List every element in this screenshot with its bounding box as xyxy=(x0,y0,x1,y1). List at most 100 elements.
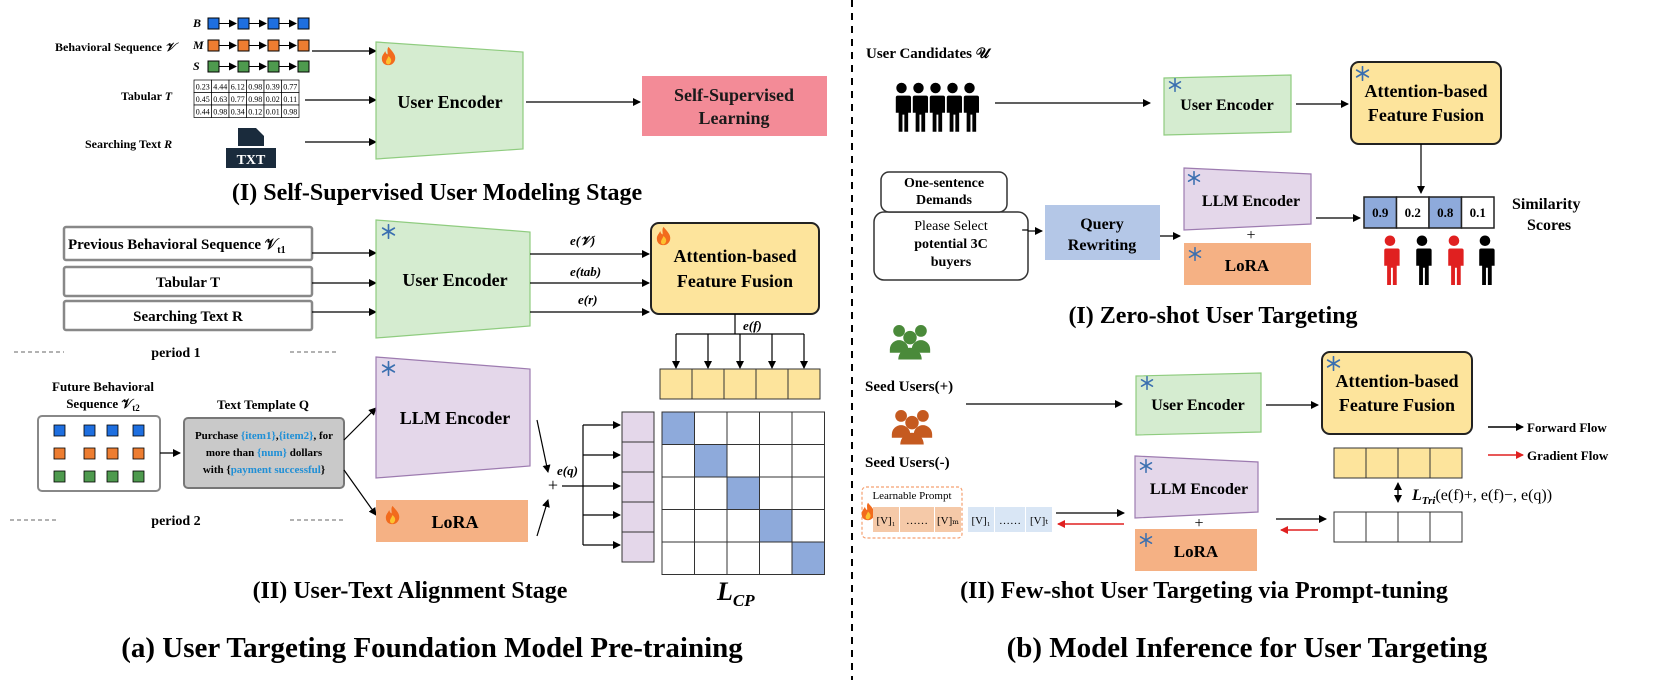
svg-text:Feature Fusion: Feature Fusion xyxy=(1368,105,1484,125)
few-shot-plus-sign: + xyxy=(1194,515,1203,532)
svg-text:[V]ₜ: [V]ₜ xyxy=(1030,515,1048,527)
flow-legend: Forward Flow Gradient Flow xyxy=(1488,420,1609,463)
zero-shot-title: (I) Zero-shot User Targeting xyxy=(1068,303,1357,329)
table-cell-value: 0.98 xyxy=(248,83,262,92)
matrix-cell xyxy=(694,411,728,445)
table-cell-value: 0.45 xyxy=(196,95,210,104)
right-panel: User Candidates 𝒰 User Encoder Attention… xyxy=(861,46,1609,664)
behavioral-sequence-label: Behavioral Sequence 𝒱 xyxy=(55,40,179,54)
few-shot-llm-encoder: LLM Encoder xyxy=(1134,455,1259,519)
similarity-scores-label-1: Similarity xyxy=(1512,196,1580,213)
seed-users-positive-label: Seed Users(+) xyxy=(865,379,953,395)
matrix-cell xyxy=(726,541,760,575)
table-cell-value: 0.98 xyxy=(283,108,297,117)
matrix-cell xyxy=(759,541,793,575)
svg-text:Attention-based: Attention-based xyxy=(673,246,796,266)
one-sentence-demands: One-sentence Demands Please Select poten… xyxy=(873,171,1029,281)
period-2-label: period 2 xyxy=(151,514,200,529)
matrix-cell-positive xyxy=(759,509,793,543)
template-line-3: with {payment successful} xyxy=(203,464,325,476)
tabular-input-label: Tabular T xyxy=(156,275,220,291)
svg-text:……: …… xyxy=(999,515,1021,527)
svg-text:LLM Encoder: LLM Encoder xyxy=(1150,481,1248,498)
table-cell-value: 0.11 xyxy=(283,95,297,104)
matrix-cell xyxy=(759,444,793,478)
matrix-cell xyxy=(661,444,695,478)
user-candidates-icon xyxy=(893,82,979,132)
table-cell-value: 0.44 xyxy=(196,108,210,117)
stage2-feature-fusion: Attention-based Feature Fusion xyxy=(650,222,820,315)
svg-text:potential 3C: potential 3C xyxy=(914,237,988,252)
table-cell-value: 0.39 xyxy=(266,83,280,92)
svg-text:Rewriting: Rewriting xyxy=(1068,237,1136,254)
contrastive-loss-label: LCP xyxy=(716,577,755,610)
future-sequence-box xyxy=(37,415,161,492)
svg-text:[V]ₘ: [V]ₘ xyxy=(937,515,959,527)
zero-shot-plus-sign: + xyxy=(1246,227,1255,244)
stage2-user-encoder: User Encoder xyxy=(375,219,531,339)
svg-text:Feature Fusion: Feature Fusion xyxy=(1339,395,1455,415)
zero-shot-user-encoder: User Encoder xyxy=(1163,74,1292,136)
few-shot-title: (II) Few-shot User Targeting via Prompt-… xyxy=(960,578,1448,604)
svg-text:LLM Encoder: LLM Encoder xyxy=(1202,193,1300,210)
score-cell xyxy=(1428,196,1463,229)
matrix-cell xyxy=(791,444,825,478)
svg-text:LLM Encoder: LLM Encoder xyxy=(400,408,511,428)
svg-text:……: …… xyxy=(906,515,928,527)
lora-plus-sign: + xyxy=(548,475,558,495)
future-sequence-label-2: Sequence 𝒱t2 xyxy=(66,396,140,413)
matrix-cell xyxy=(694,541,728,575)
table-cell-value: 6.12 xyxy=(231,83,245,92)
stage2-inputs: Previous Behavioral Sequence 𝒱t1 Tabular… xyxy=(62,225,314,332)
tabular-label: Tabular T xyxy=(121,89,173,103)
seed-users-negative-label: Seed Users(-) xyxy=(865,455,950,471)
matrix-cell xyxy=(694,509,728,543)
svg-text:User Encoder: User Encoder xyxy=(1180,97,1273,114)
svg-text:Self-Supervised: Self-Supervised xyxy=(674,85,794,105)
score-value: 0.2 xyxy=(1405,205,1421,220)
learnable-prompt: Learnable Prompt [V]₁ …… [V]ₘ xyxy=(861,486,963,539)
score-cell xyxy=(1460,196,1495,229)
table-cell-value: 0.77 xyxy=(231,95,245,104)
embedding-r-label: e(r) xyxy=(578,292,598,307)
matrix-cell xyxy=(726,444,760,478)
svg-text:One-sentence: One-sentence xyxy=(904,176,984,191)
svg-text:LoRA: LoRA xyxy=(431,512,478,532)
stage1-title: (I) Self-Supervised User Modeling Stage xyxy=(232,180,643,206)
matrix-cell xyxy=(759,411,793,445)
svg-text:User Encoder: User Encoder xyxy=(402,270,507,290)
svg-text:Demands: Demands xyxy=(916,193,973,208)
matrix-cell xyxy=(661,476,695,510)
matrix-cell xyxy=(791,411,825,445)
stage2-llm-encoder: LLM Encoder xyxy=(375,356,531,479)
embedding-q-label: e(q) xyxy=(557,463,578,478)
row-label-s: S xyxy=(193,59,200,73)
matrix-cell xyxy=(661,541,695,575)
matrix-cell xyxy=(759,476,793,510)
matrix-cell-positive xyxy=(694,444,728,478)
searching-text-label: Searching Text R xyxy=(85,137,172,151)
matrix-cell xyxy=(661,509,695,543)
user-embedding-row xyxy=(659,368,821,400)
user-embedding-fanout xyxy=(672,314,808,369)
svg-text:TXT: TXT xyxy=(237,153,266,168)
table-cell-value: 0.23 xyxy=(196,83,210,92)
template-line-1: Purchase {item1},{item2}, for xyxy=(195,430,333,442)
few-shot-user-encoder: User Encoder xyxy=(1135,372,1262,436)
score-cell xyxy=(1363,196,1398,229)
svg-text:User Encoder: User Encoder xyxy=(397,92,502,112)
table-cell-value: 0.12 xyxy=(248,108,262,117)
svg-text:Query: Query xyxy=(1080,216,1124,233)
svg-text:Please Select: Please Select xyxy=(914,219,988,234)
searching-text-input-label: Searching Text R xyxy=(133,309,243,325)
left-panel: B M S Behavioral Sequence 𝒱 Tabular T Se… xyxy=(10,16,827,664)
table-cell-value: 0.34 xyxy=(231,108,245,117)
stage2-title: (II) User-Text Alignment Stage xyxy=(253,578,568,604)
svg-text:[V]₁: [V]₁ xyxy=(876,515,895,527)
ranked-candidates-icons xyxy=(1382,235,1495,285)
txt-file-icon: TXT xyxy=(226,128,276,168)
embedding-v-label: e(𝒱) xyxy=(570,233,595,248)
svg-text:Learnable Prompt: Learnable Prompt xyxy=(872,490,951,502)
matrix-cell xyxy=(726,411,760,445)
table-cell-value: 0.98 xyxy=(213,108,227,117)
